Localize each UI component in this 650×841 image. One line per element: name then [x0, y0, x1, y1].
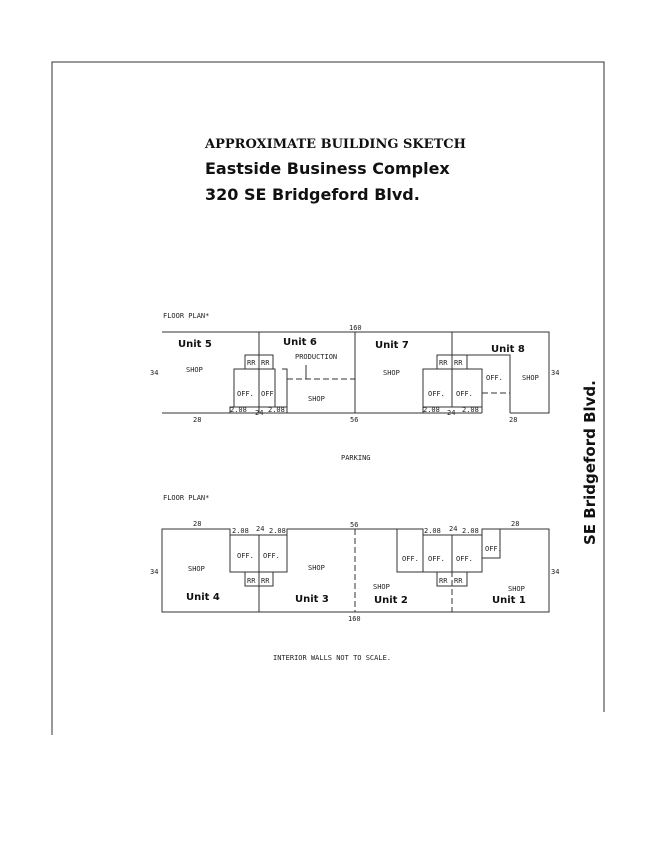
- plan-label: SHOP: [308, 564, 325, 572]
- plan-label: 2.08: [424, 527, 441, 535]
- plan-label: 2.08: [268, 406, 285, 414]
- unit-3-label: Unit 3: [295, 594, 329, 605]
- plan-label: RR: [439, 577, 448, 585]
- plan-label: 2.08: [269, 527, 286, 535]
- unit-4-label: Unit 4: [186, 592, 220, 603]
- plan-label: PRODUCTION: [295, 353, 337, 361]
- parking-label: PARKING: [341, 454, 371, 462]
- plan-label: OFF.: [456, 390, 473, 398]
- unit-1-label: Unit 1: [492, 595, 526, 606]
- unit-7-label: Unit 7: [375, 340, 409, 351]
- plan-label: OFF.: [428, 555, 445, 563]
- plan-label: SHOP: [522, 374, 539, 382]
- floor-plan-label: FLOOR PLAN*: [163, 312, 209, 320]
- doc-heading: APPROXIMATE BUILDING SKETCH: [204, 137, 466, 152]
- plan-label: 2.08: [232, 527, 249, 535]
- plan-label: OFF.: [486, 374, 503, 382]
- unit-8-label: Unit 8: [491, 344, 525, 355]
- plan-label: RR: [247, 577, 256, 585]
- unit-6-label: Unit 6: [283, 337, 317, 348]
- plan-label: RR: [261, 359, 270, 367]
- plan-label: SHOP: [373, 583, 390, 591]
- plan-label: OFF.: [237, 552, 254, 560]
- plan-label: 56: [350, 521, 358, 529]
- plan-label: 24: [256, 525, 264, 533]
- plan-label: 34: [551, 568, 559, 576]
- plan-label: 28: [193, 416, 201, 424]
- plan-label: 24: [449, 525, 457, 533]
- street-label: SE Bridgeford Blvd.: [581, 380, 599, 545]
- plan-label: RR: [454, 359, 463, 367]
- plan-label: 28: [193, 520, 201, 528]
- plan-label: SHOP: [186, 366, 203, 374]
- plan-label: OFF.: [402, 555, 419, 563]
- address: 320 SE Bridgeford Blvd.: [205, 185, 420, 204]
- plan-label: 34: [150, 369, 158, 377]
- floor-plan-label: FLOOR PLAN*: [163, 494, 209, 502]
- floor-plan-bottom: FLOOR PLAN* Unit 4 Unit 3 Unit 2 Unit 1 …: [150, 494, 559, 623]
- plan-label: 160: [348, 615, 361, 623]
- plan-label: 34: [551, 369, 559, 377]
- plan-label: OFF.: [263, 552, 280, 560]
- plan-label: 28: [511, 520, 519, 528]
- plan-label: OFF.: [456, 555, 473, 563]
- plan-label: SHOP: [188, 565, 205, 573]
- plan-label: RR: [261, 577, 270, 585]
- page-border: [51, 61, 605, 735]
- plan-label: 56: [350, 416, 358, 424]
- floor-plan-top: FLOOR PLAN* Unit 5 Unit 6 Unit 7 Unit 8 …: [150, 312, 559, 424]
- plan-label: OFF.: [428, 390, 445, 398]
- plan-label: OFF.: [485, 545, 502, 553]
- plan-label: SHOP: [383, 369, 400, 377]
- plan-label: 28: [509, 416, 517, 424]
- plan-label: 2.08: [230, 406, 247, 414]
- plan-label: 2.08: [423, 406, 440, 414]
- plan-label: SHOP: [308, 395, 325, 403]
- plan-label: 160: [349, 324, 362, 332]
- footnote: INTERIOR WALLS NOT TO SCALE.: [273, 654, 391, 662]
- plan-label: SHOP: [508, 585, 525, 593]
- plan-label: RR: [454, 577, 463, 585]
- plan-label: 2.08: [462, 406, 479, 414]
- plan-label: OFF.: [237, 390, 254, 398]
- plan-label: 24: [255, 409, 263, 417]
- plan-label: RR: [439, 359, 448, 367]
- plan-label: 2.08: [462, 527, 479, 535]
- plan-label: 24: [447, 409, 455, 417]
- unit-2-label: Unit 2: [374, 595, 408, 606]
- unit-5-label: Unit 5: [178, 339, 212, 350]
- plan-label: 34: [150, 568, 158, 576]
- complex-name: Eastside Business Complex: [205, 159, 450, 178]
- plan-label: RR: [247, 359, 256, 367]
- plan-label: OFF: [261, 390, 274, 398]
